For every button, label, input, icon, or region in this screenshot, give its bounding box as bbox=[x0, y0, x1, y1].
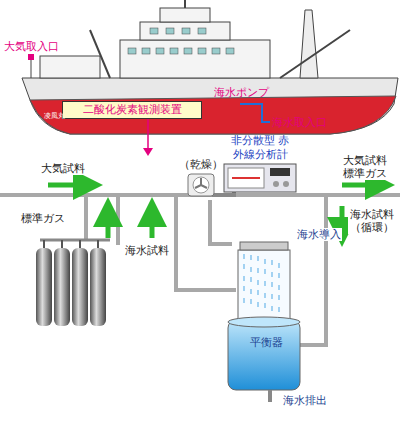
flow-label: 標準ガス bbox=[20, 212, 66, 225]
node-text: （乾燥） bbox=[178, 158, 224, 172]
flow-label: 海水導入 bbox=[296, 228, 342, 241]
flow-label: 大気試料 bbox=[40, 162, 86, 175]
equilibrator-label: 平衡器 bbox=[246, 336, 286, 350]
analyzer-icon bbox=[220, 162, 300, 194]
flow-label: 海水試料 （循環） bbox=[348, 208, 397, 234]
part-label: 海水取入口 bbox=[272, 116, 327, 129]
analyzer: 非分散型 赤外線分析計 bbox=[220, 134, 300, 194]
flow-label: 海水排出 bbox=[282, 394, 328, 407]
ship bbox=[22, 0, 398, 134]
equilibrator-body bbox=[228, 242, 300, 402]
device-box: 二酸化炭素観測装置 bbox=[62, 101, 202, 119]
spray-drops bbox=[244, 254, 279, 312]
node-text: 非分散型 赤外線分析計 bbox=[226, 134, 294, 162]
pipes bbox=[0, 195, 400, 345]
node-text: 二酸化炭素観測装置 bbox=[65, 103, 199, 117]
arrow-head bbox=[143, 148, 153, 156]
dryer: （乾燥） bbox=[178, 158, 224, 198]
link-arrow bbox=[147, 114, 149, 150]
flow-label: 海水試料 bbox=[124, 244, 170, 257]
node-text: 平衡器 bbox=[246, 336, 286, 350]
pipe-connector bbox=[214, 192, 234, 196]
part-label: 海水ポンプ bbox=[214, 86, 269, 99]
dryer-icon bbox=[178, 172, 224, 198]
gas-cylinders bbox=[36, 240, 110, 326]
ship-name: 凌風丸 bbox=[44, 112, 65, 120]
part-label: 大気取入口 bbox=[4, 40, 59, 53]
flow-label: 大気試料 標準ガス bbox=[340, 154, 389, 180]
